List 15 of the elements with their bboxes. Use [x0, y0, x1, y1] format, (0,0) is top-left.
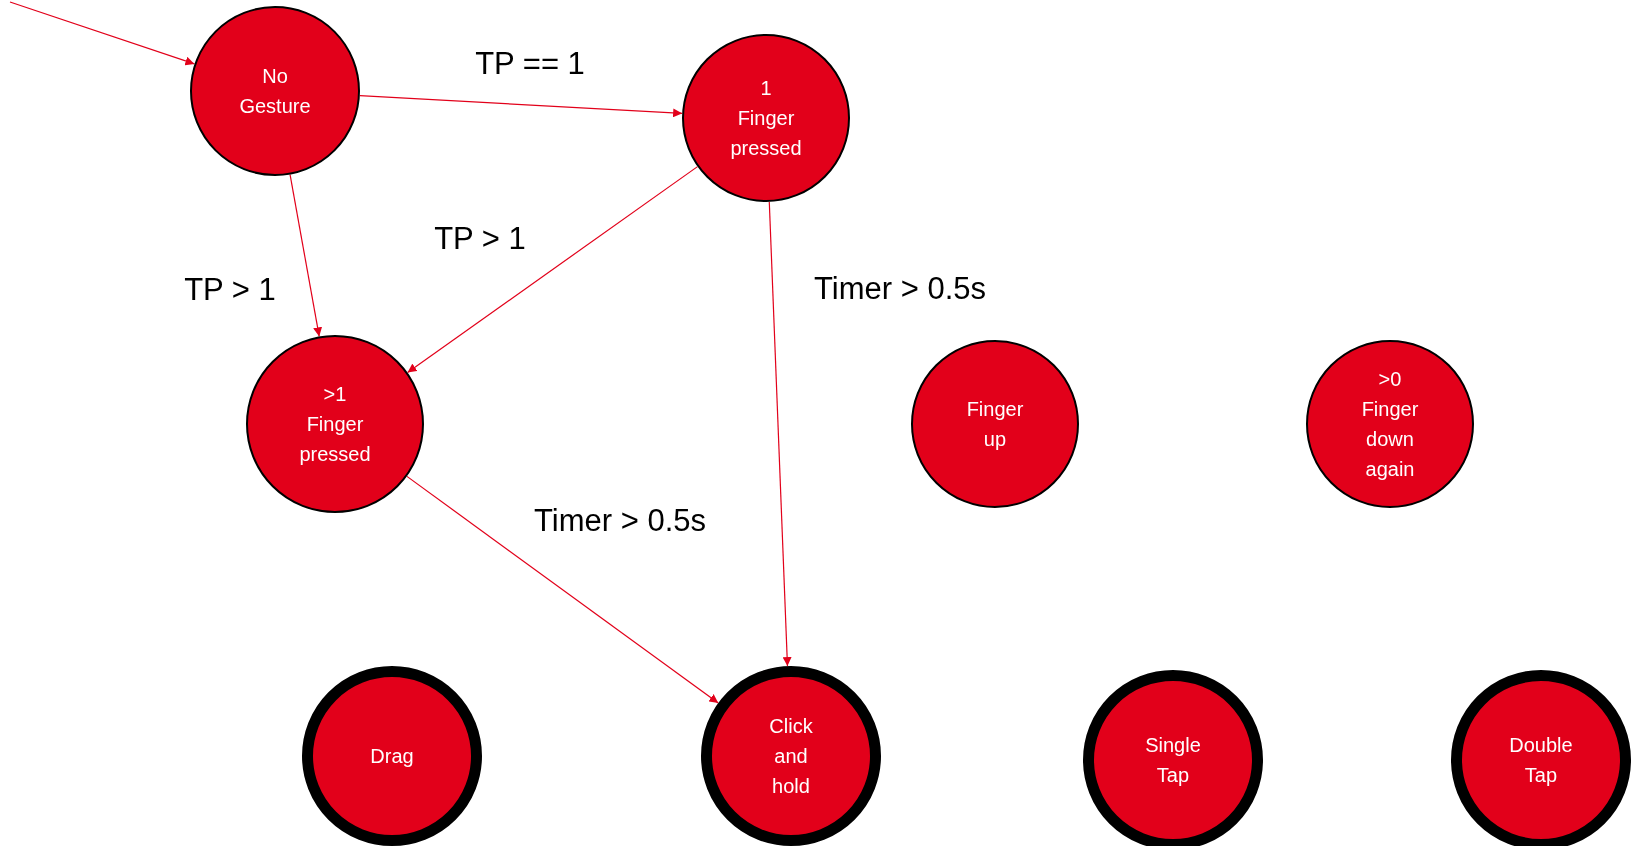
- state-label: 1 Finger pressed: [730, 76, 802, 161]
- state-label: Finger up: [966, 397, 1024, 452]
- state-label: Double Tap: [1509, 733, 1573, 788]
- state-label: No Gesture: [239, 64, 311, 119]
- state-label: Click and hold: [769, 714, 813, 799]
- arrow: [406, 166, 699, 374]
- arrow: [289, 174, 323, 337]
- state-label: Single Tap: [1145, 733, 1201, 788]
- state-label: >0 Finger down again: [1361, 367, 1419, 482]
- state-label: Drag: [370, 744, 414, 769]
- arrow: [9, 1, 195, 66]
- arrow: [406, 475, 719, 704]
- arrow: [359, 95, 683, 118]
- state-label: >1 Finger pressed: [299, 382, 371, 467]
- arrow: [768, 201, 792, 667]
